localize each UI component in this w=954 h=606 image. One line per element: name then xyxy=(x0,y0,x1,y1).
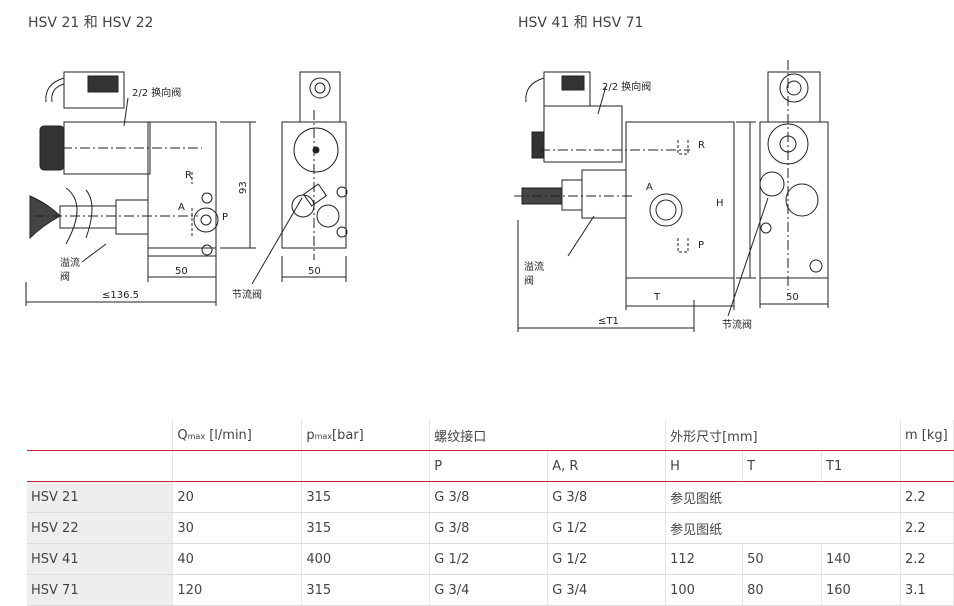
label-total-right: ≤T1 xyxy=(598,316,619,327)
label-port-p-right: P xyxy=(698,240,704,251)
header-mass: m [kg] xyxy=(900,420,954,451)
label-relief-right-1: 溢流 xyxy=(524,260,544,273)
cell-port-p: G 3/8 xyxy=(429,512,549,544)
label-depth-right: T xyxy=(653,292,661,303)
label-width-side-right: 50 xyxy=(786,292,799,303)
valve-block-front-right xyxy=(625,121,735,279)
cell-p: 400 xyxy=(301,543,431,575)
drawing-hsv21-22: 2/2 换向阀 R A P 93 50 50 ≤136.5 溢流 阀 节流阀 xyxy=(25,71,348,306)
cell-port-ar: G 3/8 xyxy=(547,481,667,513)
table-row: HSV 22 30 315 G 3/8 G 1/2 参见图纸 2.2 xyxy=(27,512,954,544)
cell-h: 112 xyxy=(665,543,744,575)
subheader-p: P xyxy=(429,450,549,482)
label-port-p: P xyxy=(222,212,228,223)
label-relief-right-2: 阀 xyxy=(524,274,534,287)
cell-dims: 参见图纸 xyxy=(665,512,901,544)
cell-mass: 2.2 xyxy=(900,512,954,544)
label-total: ≤136.5 xyxy=(102,290,139,301)
label-width-front: 50 xyxy=(175,266,188,277)
caption-right: HSV 41 和 HSV 71 xyxy=(518,15,644,31)
subheader-h: H xyxy=(665,450,744,482)
header-model xyxy=(27,420,174,451)
subheader-t1: T1 xyxy=(821,450,901,482)
subheader-t: T xyxy=(742,450,822,482)
table-subheader-row: P A, R H T T1 xyxy=(27,450,954,482)
cell-port-ar: G 1/2 xyxy=(547,512,667,544)
cell-port-ar: G 1/2 xyxy=(547,543,667,575)
solenoid-connector-icon-right xyxy=(525,71,591,107)
cell-t1: 140 xyxy=(821,543,901,575)
header-dims: 外形尺寸[mm] xyxy=(665,420,901,451)
cell-model: HSV 21 xyxy=(27,481,174,513)
label-height: 93 xyxy=(238,181,249,194)
solenoid-connector-icon xyxy=(45,71,125,109)
cell-q: 30 xyxy=(172,512,303,544)
label-port-r-right: R xyxy=(698,140,705,151)
header-thread: 螺纹接口 xyxy=(429,420,667,451)
label-throttle: 节流阀 xyxy=(232,288,262,301)
cell-q: 40 xyxy=(172,543,303,575)
caption-left: HSV 21 和 HSV 22 xyxy=(28,15,154,31)
cell-p: 315 xyxy=(301,512,431,544)
cell-p: 315 xyxy=(301,481,431,513)
spec-table: Qmax [l/min] pmax[bar] 螺纹接口 外形尺寸[mm] m [… xyxy=(27,420,954,606)
table-header-row: Qmax [l/min] pmax[bar] 螺纹接口 外形尺寸[mm] m [… xyxy=(27,420,954,451)
cell-t: 50 xyxy=(742,543,822,575)
label-port-a-right: A xyxy=(646,182,653,193)
relief-valve-handle-icon xyxy=(29,187,198,245)
subheader-ar: A, R xyxy=(547,450,667,482)
cell-q: 20 xyxy=(172,481,303,513)
table-row: HSV 21 20 315 G 3/8 G 3/8 参见图纸 2.2 xyxy=(27,481,954,513)
label-relief-1: 溢流 xyxy=(60,256,80,269)
label-height-right: H xyxy=(716,198,724,209)
label-port-a: A xyxy=(178,202,185,213)
label-width-side: 50 xyxy=(308,266,321,277)
valve-block-front xyxy=(147,121,217,249)
label-port-r: R xyxy=(185,170,192,181)
label-throttle-right: 节流阀 xyxy=(722,318,752,331)
relief-valve-icon-right xyxy=(514,169,634,219)
label-valve: 2/2 换向阀 xyxy=(132,86,181,99)
label-valve-right: 2/2 换向阀 xyxy=(602,80,651,93)
label-relief-2: 阀 xyxy=(60,270,70,283)
cell-model: HSV 41 xyxy=(27,543,174,575)
coil-icon xyxy=(39,121,202,175)
cell-port-p: G 1/2 xyxy=(429,543,549,575)
cell-port-p: G 3/8 xyxy=(429,481,549,513)
table-row: HSV 41 40 400 G 1/2 G 1/2 112 50 140 2.2 xyxy=(27,543,954,575)
cell-model: HSV 22 xyxy=(27,512,174,544)
header-qmax: Qmax [l/min] xyxy=(172,420,303,451)
drawing-hsv41-71: 2/2 换向阀 R A P H T 50 ≤T1 溢流 阀 节流阀 xyxy=(514,60,829,332)
cell-mass: 2.2 xyxy=(900,543,954,575)
header-pmax: pmax[bar] xyxy=(301,420,431,451)
cell-dims: 参见图纸 xyxy=(665,481,901,513)
cell-mass: 2.2 xyxy=(900,481,954,513)
